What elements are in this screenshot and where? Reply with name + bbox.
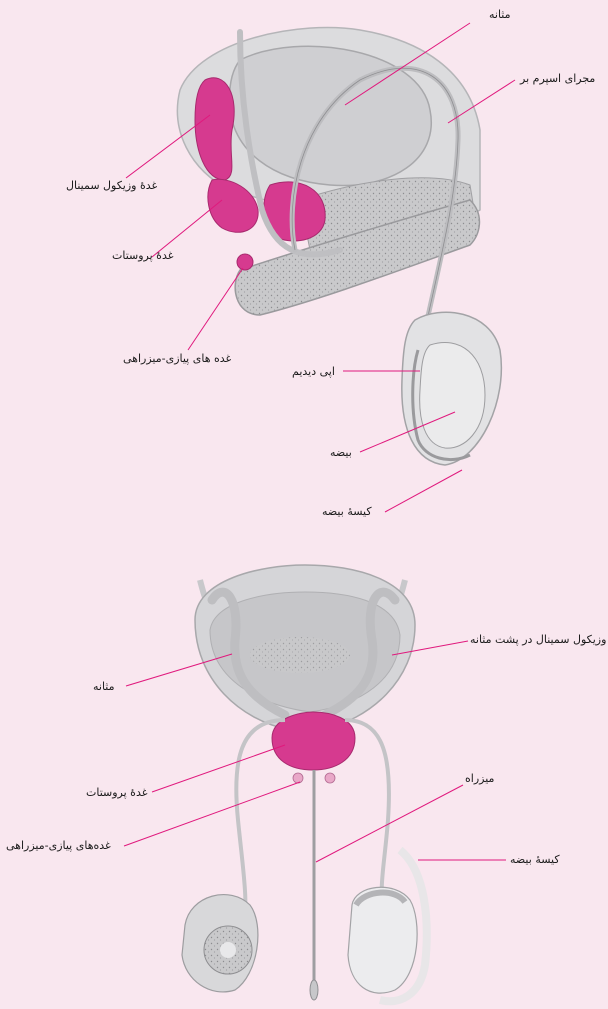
label-side-prostate: غدهٔ پروستات — [112, 250, 173, 261]
label-front-seminal-vesicle: وزیکول سمینال در پشت مثانه — [470, 634, 606, 645]
front-view-illustration — [182, 565, 427, 1001]
label-side-seminal-vesicle: غدهٔ وزیکول سمینال — [66, 180, 157, 191]
label-front-bulbourethral: غده‌های پیازی-میزراهی — [6, 840, 111, 851]
label-side-bulbourethral: غده های پیازی-میزراهی — [123, 353, 231, 364]
leader-front-prostate — [152, 745, 285, 792]
side-view-illustration — [177, 28, 501, 466]
label-side-testis: بیضه — [330, 447, 352, 458]
front-left-testis-mediastinum — [220, 942, 236, 958]
leader-front-bulbourethral — [124, 782, 300, 846]
label-front-bladder: مثانه — [93, 681, 115, 692]
front-bulbourethral-left — [293, 773, 303, 783]
label-side-scrotum: کیسهٔ بیضه — [322, 506, 372, 517]
label-front-scrotum: کیسهٔ بیضه — [510, 854, 560, 865]
front-bulbourethral-right — [325, 773, 335, 783]
side-bulbourethral-gland — [237, 254, 253, 270]
side-testis — [420, 342, 485, 448]
leader-side-bulbourethral — [188, 268, 243, 350]
front-glans — [310, 980, 318, 1000]
label-side-bladder: مثانه — [489, 9, 511, 20]
label-front-urethra: میزراه — [465, 773, 494, 784]
front-trigone — [250, 637, 350, 673]
label-side-vas-deferens: مجرای اسپرم بر — [520, 73, 595, 84]
leader-side-scrotum — [385, 470, 462, 512]
label-side-epididymis: اپی دیدیم — [292, 366, 335, 377]
label-front-prostate: غدهٔ پروستات — [86, 787, 147, 798]
